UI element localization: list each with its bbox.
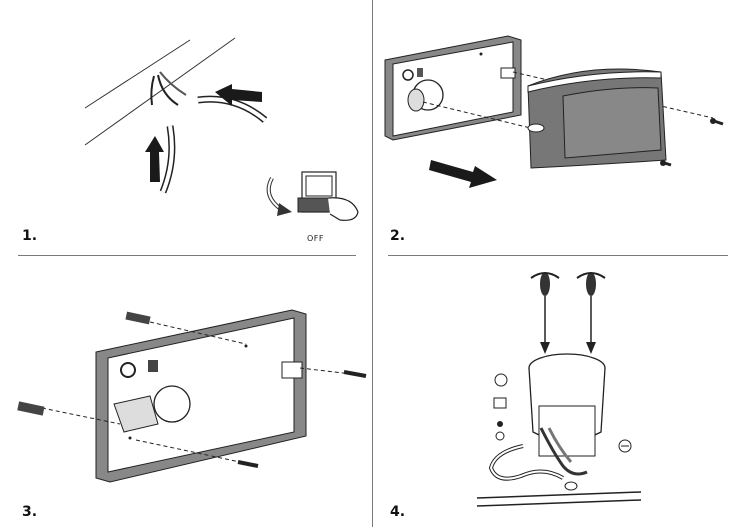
step-3-illustration xyxy=(17,309,367,483)
step-number-4: 4. xyxy=(390,504,406,520)
lamp-cover-icon xyxy=(527,68,667,169)
mounting-plate-icon xyxy=(384,35,522,141)
wall-plug-icon xyxy=(17,401,45,416)
step-1-illustration xyxy=(84,37,359,221)
screw-icon xyxy=(710,118,724,126)
wall-plug-icon xyxy=(125,311,151,325)
screw-icon xyxy=(237,460,259,468)
off-label: OFF xyxy=(307,234,324,243)
step-number-2: 2. xyxy=(390,228,406,244)
step-1-panel: 1. OFF xyxy=(0,0,372,255)
step-3-panel: 3. xyxy=(0,256,372,527)
step-2-panel: 2. xyxy=(373,0,743,255)
horizontal-divider-left xyxy=(18,255,356,256)
horizontal-divider-right xyxy=(388,255,728,256)
arrow-down-right-icon xyxy=(429,160,497,188)
arrow-up-icon xyxy=(145,136,164,182)
mounting-plate-icon xyxy=(95,309,307,483)
step-number-1: 1. xyxy=(22,228,38,244)
screw-icon xyxy=(343,370,367,378)
vertical-divider xyxy=(372,0,373,527)
screwdriver-icon xyxy=(576,272,606,354)
step-number-3: 3. xyxy=(22,504,38,520)
rotate-arrow-icon xyxy=(266,177,292,216)
screw-icon xyxy=(660,160,672,167)
light-switch-icon xyxy=(297,171,359,221)
step-4-panel: 4. xyxy=(373,256,743,527)
lamp-holder-icon xyxy=(528,353,606,476)
arrow-left-icon xyxy=(215,84,262,106)
terminal-block-icon xyxy=(493,373,508,441)
step-2-illustration xyxy=(384,35,724,188)
step-4-illustration xyxy=(476,272,642,507)
screwdriver-icon xyxy=(530,272,560,354)
screw-head-icon xyxy=(618,439,632,453)
